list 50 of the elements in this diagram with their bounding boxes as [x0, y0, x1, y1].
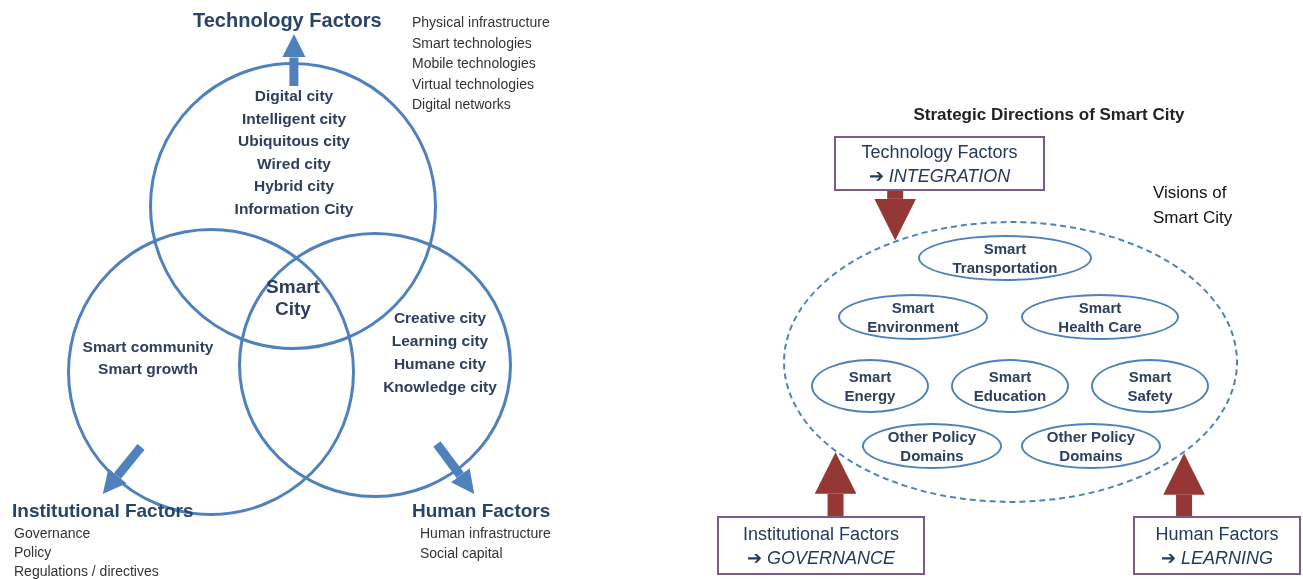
city-type-text: Intelligent city — [241, 108, 347, 129]
ellipse-heading: Visions of Smart City — [1153, 182, 1234, 229]
city-type-text: Information City — [234, 198, 354, 219]
factor-list-item: Physical infrastructure — [412, 13, 550, 32]
panel-title: Strategic Directions of Smart City — [913, 105, 1185, 125]
venn-circle — [238, 232, 512, 498]
city-type-text: Learning city — [391, 331, 489, 351]
city-type-text: Humane city — [393, 354, 487, 374]
vision-ellipse: Smart Health Care — [1021, 294, 1179, 340]
city-type-text: Smart growth — [98, 359, 198, 379]
arrow — [433, 441, 475, 494]
factor-list-item: Mobile technologies — [412, 54, 536, 73]
factor-title: Institutional Factors — [742, 522, 900, 546]
factor-heading: Technology Factors — [193, 9, 382, 32]
city-type-text: Knowledge city — [383, 377, 497, 397]
factor-box — [1133, 516, 1301, 575]
factor-title: Human Factors — [1155, 522, 1279, 546]
factor-list-item: Social capital — [420, 544, 503, 563]
city-type-text: Wired city — [257, 153, 331, 174]
vision-ellipse: Smart Energy — [811, 359, 929, 413]
vision-ellipse: Smart Education — [951, 359, 1069, 413]
factor-list-item: Governance — [14, 524, 91, 543]
city-type-text: Hybrid city — [253, 176, 335, 196]
direction-text: ➔ INTEGRATION — [868, 164, 1011, 188]
vision-ellipse: Smart Transportation — [918, 235, 1092, 281]
factor-heading: Human Factors — [412, 500, 551, 522]
arrow — [102, 444, 145, 494]
vision-ellipse: Other Policy Domains — [1021, 423, 1161, 469]
factor-box — [717, 516, 925, 575]
city-type-text: Ubiquitous city — [238, 131, 350, 151]
factor-list-item: Smart technologies — [412, 33, 532, 53]
factor-title: Technology Factors — [861, 140, 1018, 164]
direction-text: ➔ LEARNING — [1160, 546, 1273, 570]
factor-list-item: Virtual technologies — [412, 74, 534, 94]
vision-ellipse: Other Policy Domains — [862, 423, 1002, 469]
direction-text: ➔ GOVERNANCE — [746, 546, 895, 570]
city-type-text: Creative city — [393, 308, 487, 328]
factor-list-item: Policy — [14, 543, 52, 562]
arrow — [282, 34, 306, 86]
vision-ellipse: Smart Environment — [838, 294, 988, 340]
arrow — [1163, 453, 1205, 516]
city-type-text: Smart community — [82, 337, 214, 357]
vision-ellipse: Smart Safety — [1091, 359, 1209, 413]
arrow — [874, 191, 916, 241]
city-type-text: Digital city — [254, 86, 334, 106]
factor-list-item: Digital networks — [412, 95, 511, 114]
factor-list-item: Human infrastructure — [420, 524, 551, 543]
factor-box — [834, 136, 1045, 191]
factor-list-item: Regulations / directives — [14, 562, 159, 579]
center-label: Smart City — [265, 276, 321, 320]
